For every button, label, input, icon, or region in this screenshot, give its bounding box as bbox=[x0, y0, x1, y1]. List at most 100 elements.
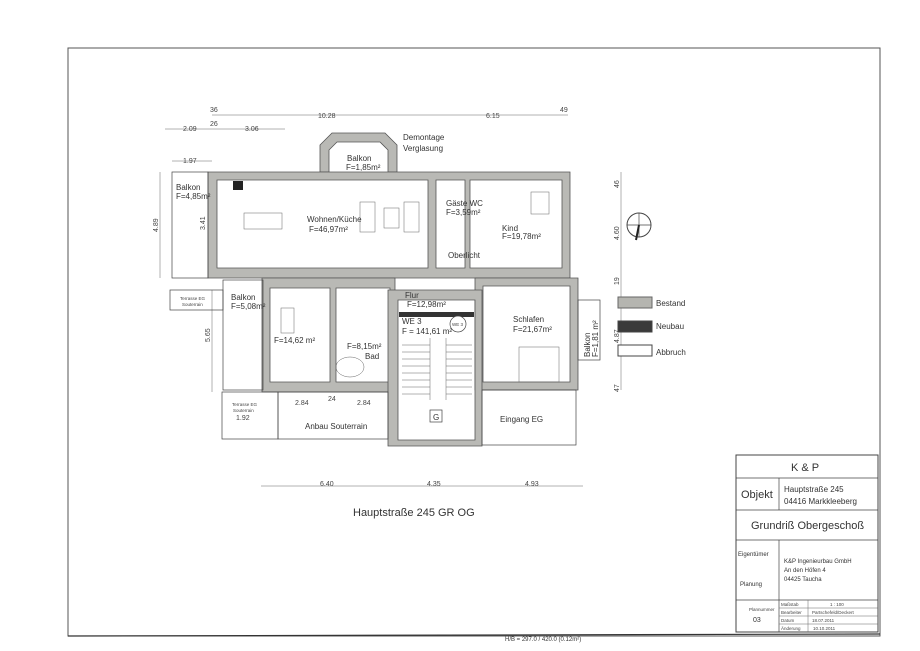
dimension-chain-left: 4.89 3.41 5.65 bbox=[153, 172, 213, 392]
legend-swatch-neubau bbox=[617, 320, 653, 333]
dim-bottom-0: 6.40 bbox=[320, 481, 334, 488]
dim-bottom-1: 4.35 bbox=[427, 481, 441, 488]
balkon-southwest bbox=[222, 279, 264, 391]
dim-left-0: 1.97 bbox=[183, 158, 197, 165]
annotation-we-circle: WE 3 bbox=[452, 322, 463, 327]
dim-top-3: 49 bbox=[560, 107, 568, 114]
balkon-east bbox=[577, 299, 601, 361]
title-block-objekt-line1: Hauptstraße 245 bbox=[784, 485, 844, 494]
dim-left-2: 3.41 bbox=[200, 216, 207, 230]
legend-label-bestand: Bestand bbox=[656, 299, 685, 308]
room-name: Balkon bbox=[347, 154, 371, 163]
room-area: F=14,62 m² bbox=[274, 336, 315, 345]
room-name: Bad bbox=[365, 352, 379, 361]
room-name: Kind bbox=[502, 224, 518, 233]
dim-lower-3: 1.92 bbox=[236, 415, 250, 422]
annotation-stair-g: G bbox=[433, 413, 439, 422]
legend: Bestand Neubau Abbruch bbox=[617, 296, 686, 357]
title-block-address-2: An den Höfen 4 bbox=[784, 568, 826, 574]
dim-bottom-2: 4.93 bbox=[525, 481, 539, 488]
bottom-edge bbox=[67, 633, 881, 637]
dimension-chain-bottom: 6.40 4.35 4.93 bbox=[261, 481, 583, 488]
dimension-chain-right: 46 4.60 19 4.87 47 bbox=[614, 172, 622, 392]
room-area: F=5,08m² bbox=[231, 302, 266, 311]
dim-top-0: 36 bbox=[210, 107, 218, 114]
title-block-massstab: 1 : 100 bbox=[830, 602, 844, 607]
dimension-chain-top: 36 10.28 6.15 49 2.09 26 3.06 1.97 bbox=[165, 107, 568, 165]
sheet-frame bbox=[67, 47, 881, 637]
title-block-address-3: 04425 Taucha bbox=[784, 577, 822, 583]
annotation-demontage: Demontage bbox=[403, 133, 445, 142]
dim-left-1: 4.89 bbox=[153, 218, 160, 232]
room-area: F=8,15m² bbox=[347, 342, 382, 351]
room-name: Balkon bbox=[231, 293, 255, 302]
dim-lower-0: 2.84 bbox=[295, 400, 309, 407]
north-arrow-icon bbox=[626, 212, 652, 241]
title-block-plannummer-label: Plannummer bbox=[749, 607, 775, 612]
room-area: F=1,81 m² bbox=[591, 320, 600, 357]
dim-right-1: 4.60 bbox=[614, 226, 621, 240]
legend-swatch-abbruch bbox=[617, 344, 653, 357]
room-name: WE 3 bbox=[402, 317, 422, 326]
room-area: F=1,85m² bbox=[346, 163, 381, 172]
title-block-datum-label: Datum bbox=[781, 618, 795, 623]
annotation-eingang: Eingang EG bbox=[500, 415, 543, 424]
dim-lower-1: 24 bbox=[328, 396, 336, 403]
room-area: F=3,59m² bbox=[446, 208, 481, 217]
title-block-drawing-title: Grundriß Obergeschoß bbox=[751, 520, 864, 532]
dim-top2-0: 2.09 bbox=[183, 126, 197, 133]
title-block-address-1: K&P Ingenieurbau GmbH bbox=[784, 559, 852, 565]
title-block-aenderung: 10.10.2011 bbox=[813, 626, 836, 631]
title-block-bearbeiter-label: Bearbeiter bbox=[781, 610, 802, 615]
title-block: K & P Objekt Hauptstraße 245 04416 Markk… bbox=[735, 454, 879, 633]
room-labels: Balkon F=1,85m² Balkon F=4,85m² Wohnen/K… bbox=[176, 154, 600, 361]
title-block-datum: 18.07.2011 bbox=[812, 618, 835, 623]
title-block-plannummer: 03 bbox=[753, 617, 761, 624]
dim-right-3: 4.87 bbox=[614, 329, 621, 343]
neubau-wall bbox=[399, 312, 474, 317]
dim-right-2: 19 bbox=[614, 277, 621, 285]
legend-swatch-bestand bbox=[617, 296, 653, 309]
room-area: F=46,97m² bbox=[309, 225, 348, 234]
room-area: F=21,67m² bbox=[513, 325, 552, 334]
legend-label-abbruch: Abbruch bbox=[656, 348, 686, 357]
balkon-west bbox=[171, 171, 209, 279]
room-area: F=19,78m² bbox=[502, 232, 541, 241]
room-name: Balkon bbox=[176, 183, 200, 192]
title-block-bearbeiter: Partschefeld/Deckert bbox=[812, 610, 855, 615]
dim-lower-2: 2.84 bbox=[357, 400, 371, 407]
sheet-size: H/B = 297.0 / 420.0 (0.12m²) bbox=[505, 637, 581, 643]
title-block-massstab-label: Maßstab bbox=[781, 602, 799, 607]
dim-top-1: 10.28 bbox=[318, 113, 336, 120]
room-name: Flur bbox=[405, 291, 419, 300]
annotation-terrasse-2b: Souterrain bbox=[233, 408, 254, 413]
legend-label-neubau: Neubau bbox=[656, 322, 684, 331]
dim-top-2: 6.15 bbox=[486, 113, 500, 120]
room-name: Schlafen bbox=[513, 315, 544, 324]
room-name: Gäste WC bbox=[446, 199, 483, 208]
furniture bbox=[243, 191, 560, 383]
room-area: F=12,98m² bbox=[407, 300, 446, 309]
room-name: Balkon bbox=[583, 333, 592, 357]
room-name: Wohnen/Küche bbox=[307, 215, 362, 224]
room-area: F=4,85m² bbox=[176, 192, 211, 201]
dim-top2-2: 3.06 bbox=[245, 126, 259, 133]
title-block-eigentuemer-label: Eigentümer bbox=[738, 552, 769, 558]
title-block-planung-label: Planung bbox=[740, 582, 762, 588]
title-block-objekt-line2: 04416 Markkleeberg bbox=[784, 497, 857, 506]
dim-top2-1: 26 bbox=[210, 121, 218, 128]
annotation-terrasse-2: Terrasse EG bbox=[232, 402, 258, 407]
annotation-terrasse-1b: Souterrain bbox=[182, 302, 203, 307]
title-block-objekt-label: Objekt bbox=[741, 489, 773, 501]
building-walls bbox=[207, 132, 579, 447]
title-block-company: K & P bbox=[791, 462, 819, 474]
annotation-oberlicht: Oberlicht bbox=[448, 251, 481, 260]
room-area: F = 141,61 m² bbox=[402, 327, 452, 336]
dim-left-3: 5.65 bbox=[205, 328, 212, 342]
annotation-terrasse-1: Terrasse EG bbox=[180, 296, 206, 301]
plan-title: Hauptstraße 245 GR OG bbox=[353, 507, 475, 519]
annotation-anbau: Anbau Souterrain bbox=[305, 422, 367, 431]
title-block-aenderung-label: Änderung bbox=[781, 625, 801, 631]
dim-right-4: 47 bbox=[614, 384, 621, 392]
